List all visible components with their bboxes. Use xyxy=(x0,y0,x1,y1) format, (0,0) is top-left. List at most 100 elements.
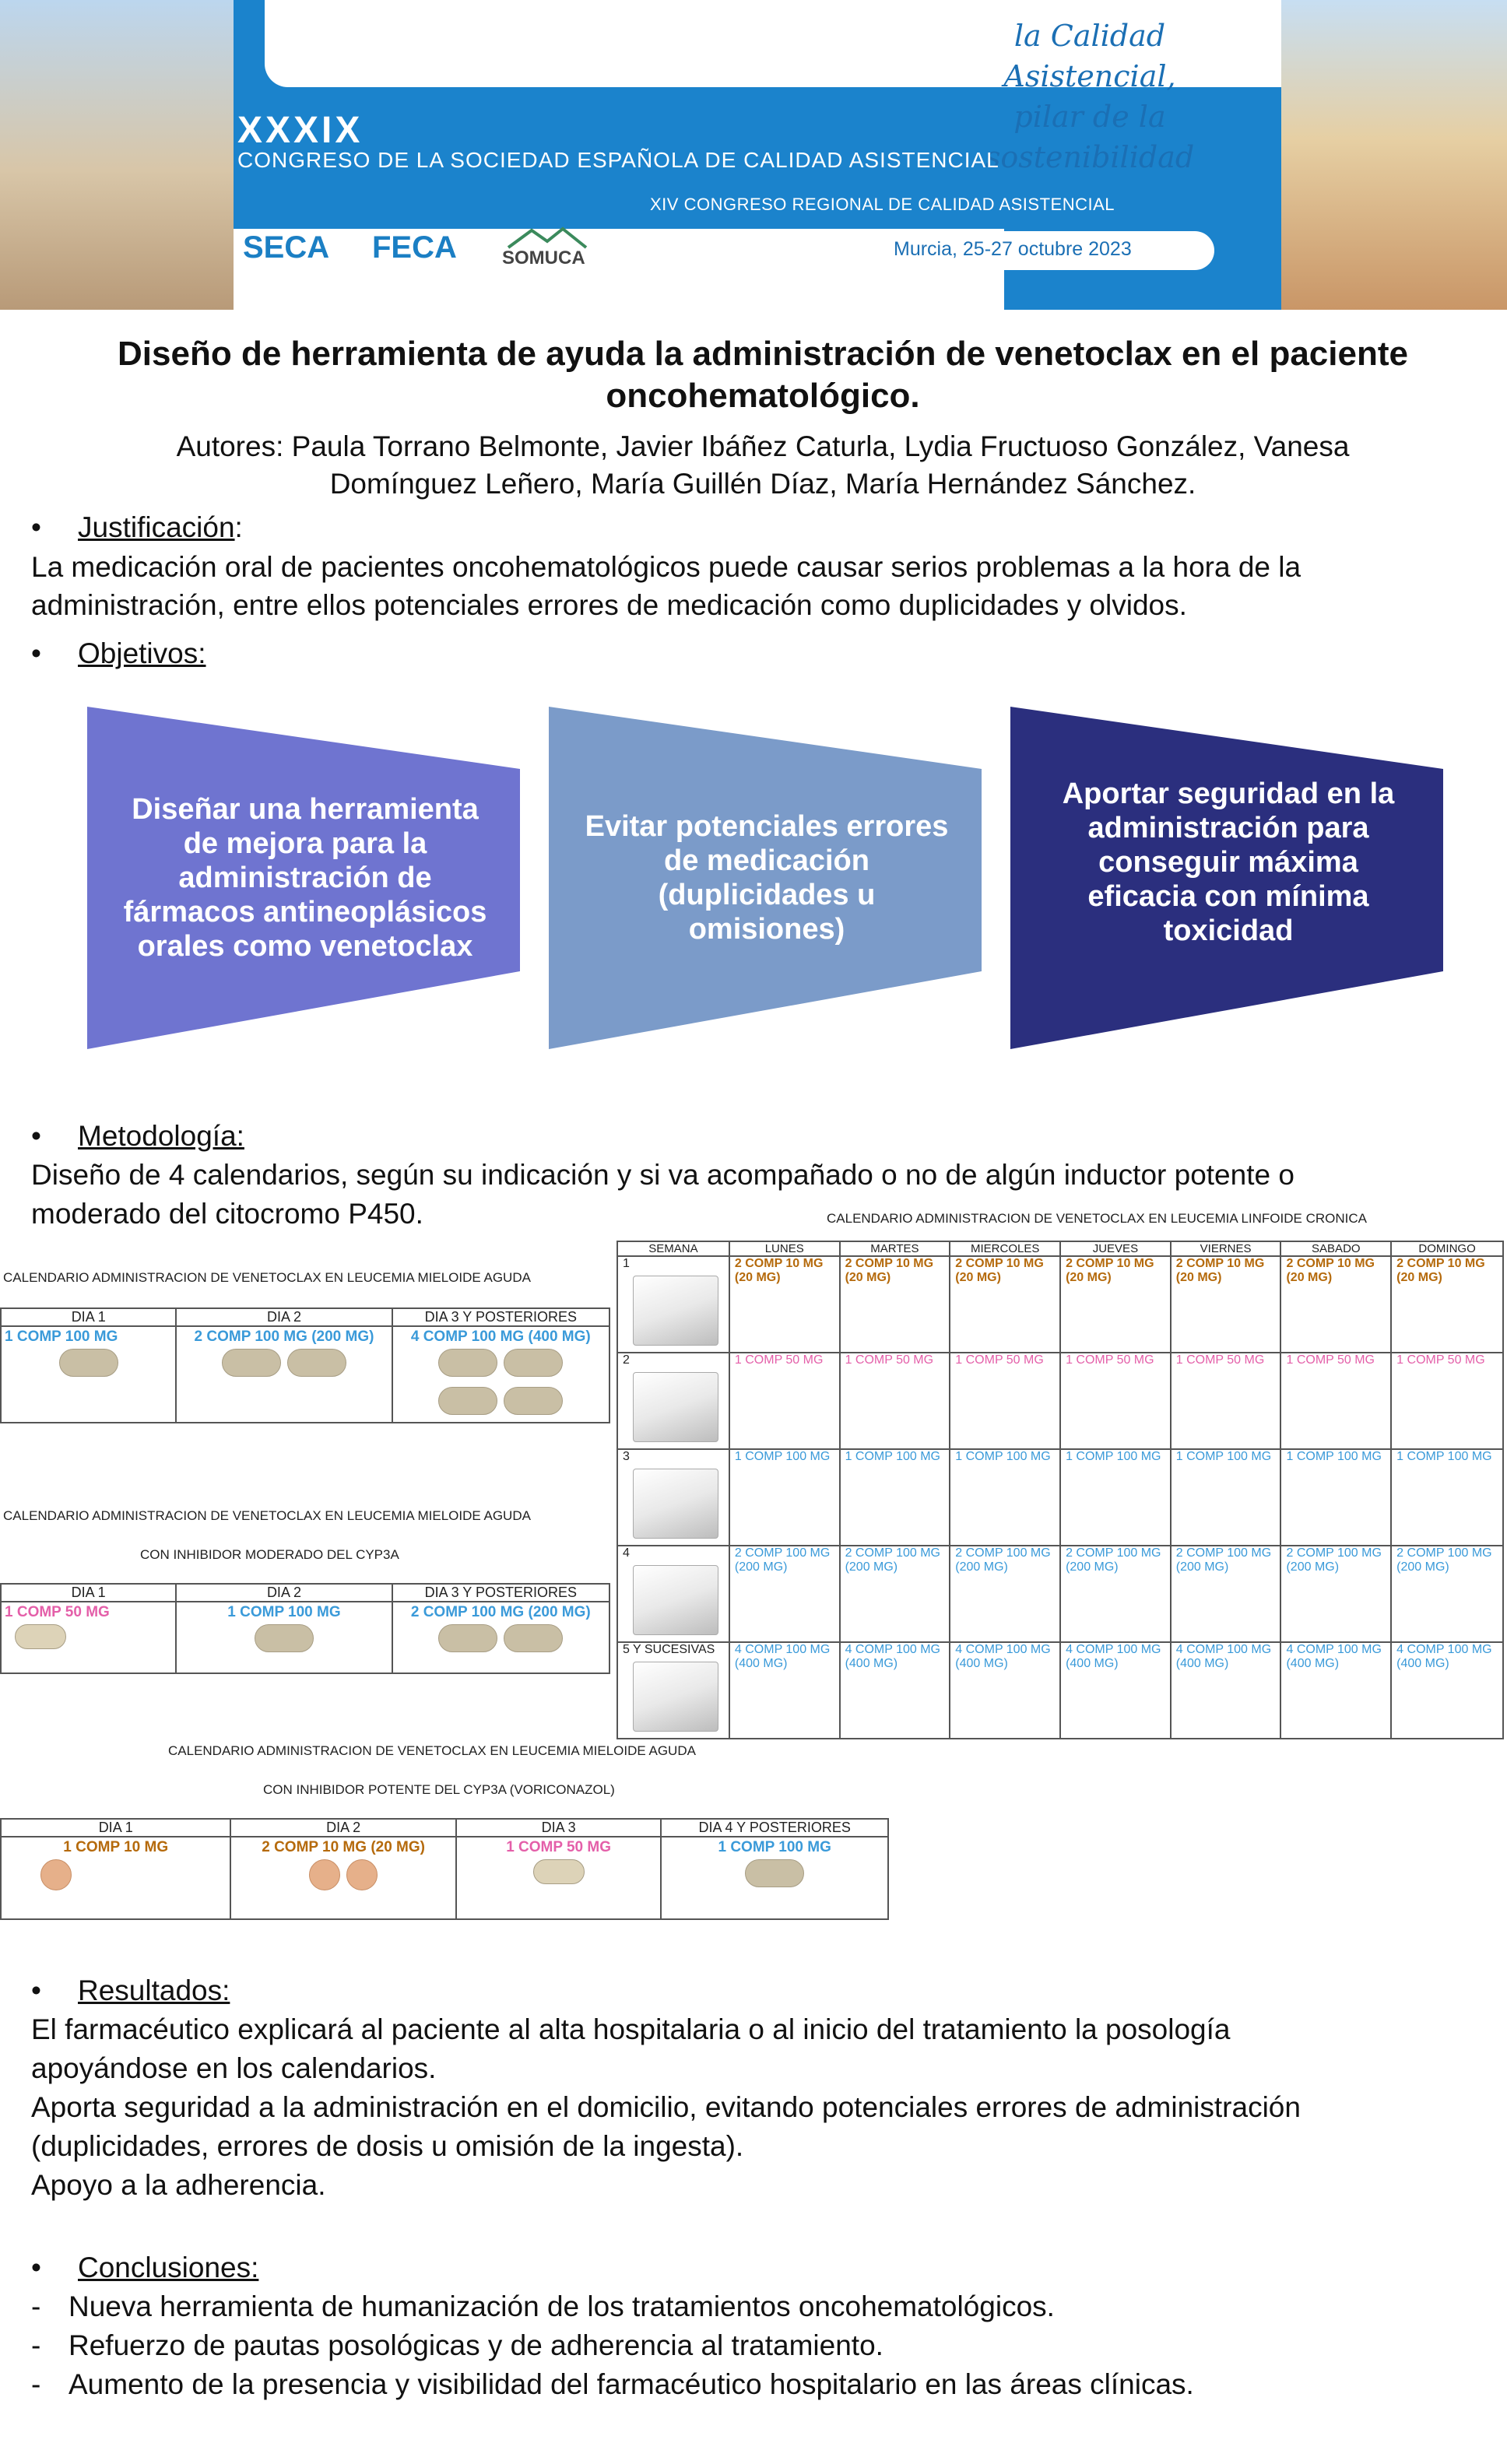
resultados-heading: •Resultados: xyxy=(31,1972,230,2009)
congress-banner: la Calidad Asistencial, pilar de la sost… xyxy=(0,0,1507,310)
pill-100mg-icon xyxy=(58,1349,118,1377)
llc-dose: 1 COMP 100 MG xyxy=(845,1450,940,1463)
bullet: • xyxy=(31,2252,41,2283)
llc-day-cell: 1 COMP 50 MG xyxy=(728,1352,841,1450)
llc-dose: 1 COMP 50 MG xyxy=(1175,1353,1265,1367)
conclusiones-heading: • Conclusiones: xyxy=(31,2249,258,2287)
seca-logo: SECA xyxy=(243,230,330,265)
objective-card-2: Evitar potenciales errores de medicación… xyxy=(549,707,985,1049)
lma1-header-day1: DIA 1 xyxy=(0,1307,177,1327)
conclusion-text-3: Aumento de la presencia y visibilidad de… xyxy=(68,2368,1194,2400)
llc-dose-total: (200 MG) xyxy=(955,1560,1008,1574)
llc-dose-total: (20 MG) xyxy=(1396,1271,1442,1284)
table-row: 1 COMP 100 MG 2 COMP 100 MG (200 MG) 4 C… xyxy=(0,1325,611,1423)
llc-day-cell: 2 COMP 100 MG(200 MG) xyxy=(1280,1545,1393,1643)
lma3-cell-day4: 1 COMP 100 MG xyxy=(660,1836,889,1920)
resultados-line-3: Aporta seguridad a la administración en … xyxy=(31,2091,1301,2123)
llc-day-cell: 4 COMP 100 MG(400 MG) xyxy=(728,1641,841,1739)
lma1-dose-day2: 2 COMP 100 MG (200 MG) xyxy=(194,1329,374,1345)
llc-day-cell: 1 COMP 50 MG xyxy=(1280,1352,1393,1450)
lma3-header-day4: DIA 4 Y POSTERIORES xyxy=(660,1818,889,1837)
pill-100mg-icon xyxy=(504,1624,564,1652)
feca-logo: FECA xyxy=(372,230,457,265)
llc-header-fri: VIERNES xyxy=(1169,1241,1282,1257)
llc-day-cell: 4 COMP 100 MG(400 MG) xyxy=(1390,1641,1504,1739)
objective-card-1-shape xyxy=(87,707,520,1049)
metodologia-heading: •Metodología: xyxy=(31,1118,244,1155)
llc-dose-total: (400 MG) xyxy=(955,1657,1008,1670)
llc-dose-total: (20 MG) xyxy=(734,1271,781,1284)
llc-day-cell: 1 COMP 100 MG xyxy=(1169,1448,1282,1546)
venetoclax-box-icon xyxy=(632,1372,718,1442)
table-row: DIA 1 DIA 2 DIA 3 DIA 4 Y POSTERIORES xyxy=(0,1818,889,1837)
llc-dose-total: (200 MG) xyxy=(1066,1560,1119,1574)
objetivos-label: Objetivos: xyxy=(78,637,206,669)
objective-card-1: Diseñar una herramienta de mejora para l… xyxy=(87,707,523,1049)
llc-dose: 2 COMP 100 MG xyxy=(1066,1546,1161,1560)
llc-dose-total: (400 MG) xyxy=(845,1657,898,1670)
banner-illustration-cathedral xyxy=(1281,0,1507,310)
llc-dose: 2 COMP 10 MG xyxy=(955,1257,1044,1270)
lma3-dose-day4: 1 COMP 100 MG xyxy=(718,1839,831,1855)
bullet: • xyxy=(31,511,41,543)
lma3-dose-day3: 1 COMP 50 MG xyxy=(506,1839,611,1855)
objective-card-3-shape xyxy=(1010,707,1443,1049)
llc-dose: 2 COMP 100 MG xyxy=(955,1546,1051,1560)
llc-dose-total: (200 MG) xyxy=(734,1560,788,1574)
calendar-lma3-title: CALENDARIO ADMINISTRACION DE VENETOCLAX … xyxy=(168,1743,696,1758)
table-row: SEMANA LUNES MARTES MIERCOLES JUEVES VIE… xyxy=(616,1241,1504,1257)
llc-week-label: 5 Y SUCESIVAS xyxy=(623,1643,715,1656)
llc-day-cell: 2 COMP 100 MG(200 MG) xyxy=(1390,1545,1504,1643)
regional-congress-band: XIV CONGRESO REGIONAL DE CALIDAD ASISTEN… xyxy=(234,181,1245,229)
lma3-dose-day1: 1 COMP 10 MG xyxy=(63,1839,169,1855)
llc-day-cell: 2 COMP 100 MG(200 MG) xyxy=(1059,1545,1172,1643)
llc-dose-total: (400 MG) xyxy=(734,1657,788,1670)
llc-week-label: 3 xyxy=(623,1450,630,1463)
llc-dose: 4 COMP 100 MG xyxy=(1066,1643,1161,1656)
llc-week-cell: 5 Y SUCESIVAS xyxy=(616,1641,730,1739)
lma2-header-day2: DIA 2 xyxy=(175,1583,393,1602)
venetoclax-box-icon xyxy=(632,1276,718,1346)
calendar-lma2-title: CALENDARIO ADMINISTRACION DE VENETOCLAX … xyxy=(3,1508,531,1523)
lma3-cell-day2: 2 COMP 10 MG (20 MG) xyxy=(230,1836,457,1920)
conclusion-item-2: -Refuerzo de pautas posológicas y de adh… xyxy=(31,2327,883,2364)
logo-strip xyxy=(234,229,1004,310)
lma3-header-day3: DIA 3 xyxy=(455,1818,662,1837)
objetivos-heading: •Objetivos: xyxy=(31,635,206,672)
pill-100mg-icon xyxy=(254,1624,314,1652)
llc-week-cell: 3 xyxy=(616,1448,730,1546)
metodologia-label: Metodología: xyxy=(78,1120,244,1152)
congress-number: XXXIX xyxy=(237,110,364,151)
resultados-label: Resultados: xyxy=(78,1974,230,2006)
lma1-dose-day3: 4 COMP 100 MG (400 MG) xyxy=(410,1329,591,1345)
lma2-header-day3: DIA 3 Y POSTERIORES xyxy=(391,1583,611,1602)
llc-week-label: 4 xyxy=(623,1546,630,1560)
llc-dose: 1 COMP 100 MG xyxy=(734,1450,831,1463)
llc-day-cell: 2 COMP 100 MG(200 MG) xyxy=(728,1545,841,1643)
llc-header-sun: DOMINGO xyxy=(1390,1241,1504,1257)
somuca-logo: SOMUCA xyxy=(502,247,585,269)
pill-100mg-icon xyxy=(438,1624,498,1652)
llc-header-wed: MIERCOLES xyxy=(949,1241,1062,1257)
table-row: 3 1 COMP 100 MG 1 COMP 100 MG 1 COMP 100 MG… xyxy=(616,1448,1504,1546)
objective-card-3: Aportar seguridad en la administración p… xyxy=(1010,707,1446,1049)
objective-3-text: Aportar seguridad en la administración p… xyxy=(1062,777,1395,947)
llc-dose: 2 COMP 100 MG xyxy=(1396,1546,1492,1560)
pill-100mg-icon xyxy=(222,1349,281,1377)
llc-header-sat: SABADO xyxy=(1280,1241,1393,1257)
llc-day-cell: 4 COMP 100 MG(400 MG) xyxy=(1169,1641,1282,1739)
conclusion-text-1: Nueva herramienta de humanización de los… xyxy=(68,2290,1055,2322)
conclusiones-label: Conclusiones: xyxy=(78,2252,259,2283)
conclusion-item-1: -Nueva herramienta de humanización de lo… xyxy=(31,2288,1055,2325)
llc-dose-total: (20 MG) xyxy=(845,1271,891,1284)
banner-illustration-travelers xyxy=(0,0,234,310)
objective-2-text: Evitar potenciales errores de medicación… xyxy=(585,810,949,946)
lma1-cell-day1: 1 COMP 100 MG xyxy=(0,1325,177,1423)
llc-dose: 1 COMP 100 MG xyxy=(955,1450,1051,1463)
pill-10mg-icon xyxy=(346,1859,378,1890)
llc-day-cell: 2 COMP 10 MG(20 MG) xyxy=(1280,1255,1393,1353)
lma2-header-day1: DIA 1 xyxy=(0,1583,177,1602)
